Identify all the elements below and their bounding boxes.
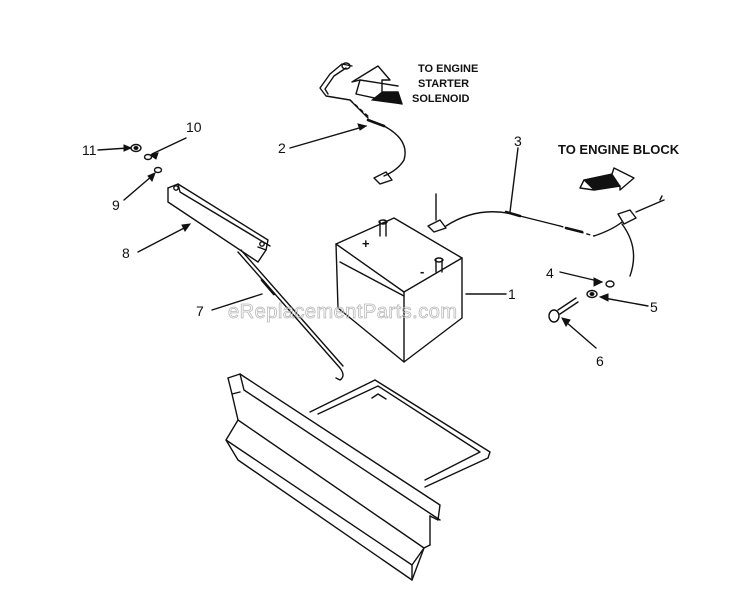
hold-down-rod	[237, 249, 344, 381]
positive-cable	[319, 62, 406, 185]
part-number-3: 3	[514, 133, 522, 149]
part-number-7: 7	[196, 303, 204, 319]
negative-cable	[427, 193, 665, 277]
part-number-2: 2	[278, 140, 286, 156]
negative-sign: -	[420, 264, 424, 279]
starter-arrow-icon	[351, 65, 403, 105]
part-number-4: 4	[546, 265, 554, 281]
ground-hardware	[548, 280, 615, 323]
starter-callout-line-2: STARTER	[418, 78, 469, 90]
part-number-6: 6	[596, 353, 604, 369]
part-number-8: 8	[122, 245, 130, 261]
watermark: eReplacementParts.com	[228, 301, 457, 323]
battery: + -	[335, 217, 463, 363]
engine-block-arrow-icon	[579, 167, 635, 191]
starter-callout-line-3: SOLENOID	[412, 93, 470, 105]
leader-lines	[97, 123, 649, 349]
battery-tray	[225, 373, 491, 581]
positive-sign: +	[362, 236, 370, 251]
part-number-10: 10	[186, 119, 202, 135]
hold-down-hardware	[130, 143, 163, 174]
starter-callout-line-1: TO ENGINE	[418, 63, 478, 75]
part-number-1: 1	[508, 286, 516, 302]
hold-down-bracket	[167, 183, 271, 263]
part-number-11: 11	[82, 142, 97, 158]
part-number-5: 5	[650, 299, 658, 315]
part-number-9: 9	[112, 197, 120, 213]
engine-block-callout: TO ENGINE BLOCK	[558, 142, 680, 157]
